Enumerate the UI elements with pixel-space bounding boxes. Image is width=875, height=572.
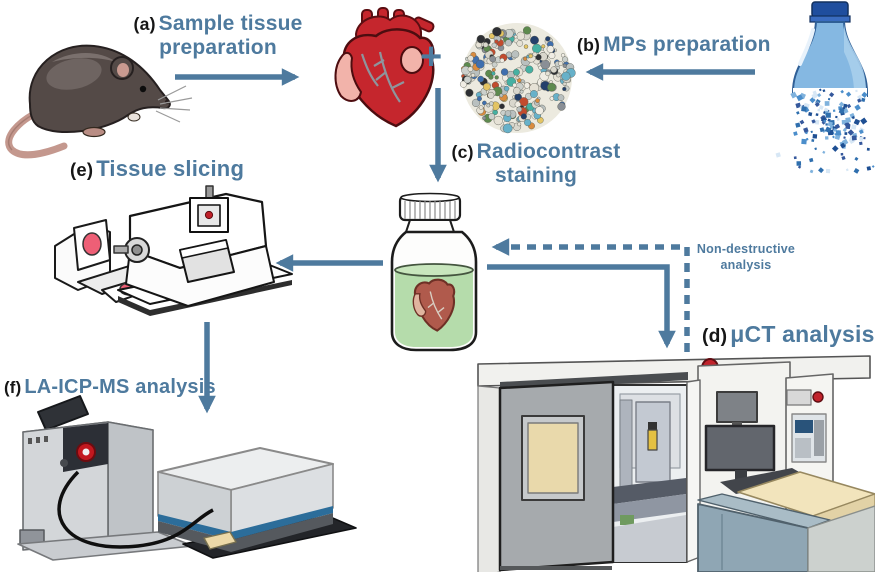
uct-scanner-room-illustration bbox=[477, 355, 875, 572]
la-icp-ms-instrument-illustration bbox=[17, 395, 357, 561]
non-destructive-annotation: Non-destructive analysis bbox=[696, 242, 796, 273]
step-a-text: Sample tissue preparation bbox=[158, 12, 303, 59]
step-f-prefix: (f) bbox=[4, 378, 22, 397]
arrow-uct-to-jar-dashed bbox=[491, 238, 690, 352]
step-a-prefix: (a) bbox=[133, 14, 156, 34]
step-b-label: (b)MPs preparation bbox=[577, 33, 771, 57]
plastic-bottle-illustration bbox=[775, 1, 875, 174]
step-e-text: Tissue slicing bbox=[96, 156, 245, 181]
step-d-label: (d)μCT analysis bbox=[702, 321, 875, 348]
step-b-prefix: (b) bbox=[577, 35, 601, 55]
lab-mouse-illustration bbox=[5, 44, 193, 159]
microplastics-illustration bbox=[460, 23, 576, 134]
step-b-text: MPs preparation bbox=[603, 33, 771, 56]
step-c-prefix: (c) bbox=[451, 142, 474, 162]
step-d-prefix: (d) bbox=[702, 326, 728, 347]
step-e-label: (e)Tissue slicing bbox=[70, 156, 245, 182]
specimen-jar-illustration bbox=[390, 192, 478, 352]
stained-heart-in-jar bbox=[412, 278, 456, 332]
plus-sign: + bbox=[420, 36, 443, 78]
heart-illustration bbox=[334, 7, 435, 128]
step-f-text: LA-ICP-MS analysis bbox=[24, 376, 216, 398]
step-c-label: (c)Radiocontrast staining bbox=[446, 140, 626, 187]
step-f-label: (f)LA-ICP-MS analysis bbox=[4, 376, 216, 398]
microtome-illustration bbox=[54, 185, 293, 316]
step-d-text: μCT analysis bbox=[730, 321, 875, 347]
arrow-jar-to-uct bbox=[487, 264, 676, 349]
step-e-prefix: (e) bbox=[70, 159, 94, 180]
flow-arrows bbox=[175, 63, 755, 414]
step-c-text: Radiocontrast staining bbox=[476, 140, 621, 187]
step-a-label: (a)Sample tissue preparation bbox=[130, 12, 306, 59]
